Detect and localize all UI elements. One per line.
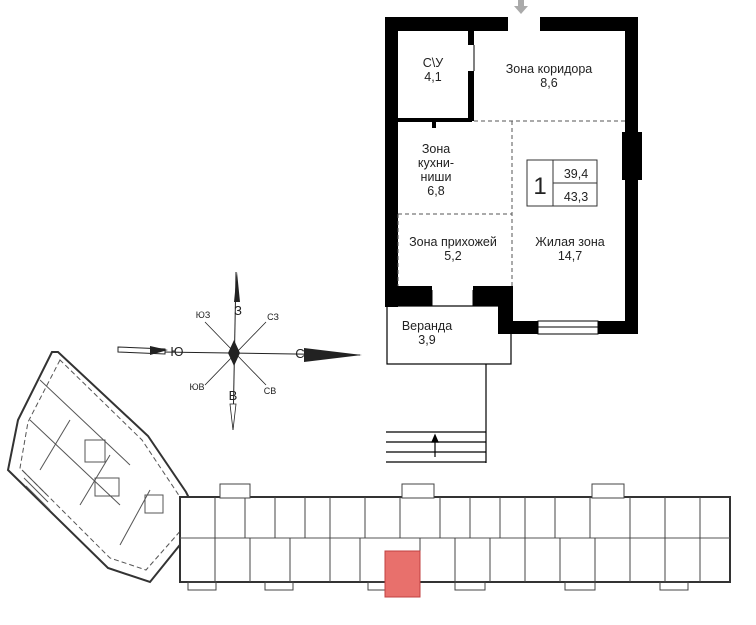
room-area-veranda: 3,9 (418, 333, 435, 347)
apartment-plan: С\У 4,1 Зона коридора 8,6 Зона кухни- ни… (385, 0, 642, 463)
room-area-corridor: 8,6 (540, 76, 557, 90)
building-wing-left (6, 351, 202, 584)
room-name-veranda: Веранда (402, 319, 452, 333)
highlighted-apartment (384, 550, 421, 598)
zone-dividers (397, 120, 625, 286)
compass-east: В (229, 388, 238, 403)
room-area-kitchen: 6,8 (427, 184, 444, 198)
veranda (386, 290, 512, 365)
room-name-bathroom: С\У (423, 56, 444, 70)
area-badge: 1 39,4 43,3 (526, 159, 598, 207)
compass-south: Ю (170, 344, 183, 359)
room-name-kitchen-line1: Зона (422, 142, 450, 156)
living-area-value: 39,4 (564, 167, 588, 181)
room-area-hallway: 5,2 (444, 249, 461, 263)
room-area-living: 14,7 (558, 249, 582, 263)
compass-north: С (295, 346, 304, 361)
rooms-count: 1 (533, 173, 546, 200)
room-name-living: Жилая зона (535, 235, 604, 249)
compass-southeast: ЮВ (189, 382, 204, 392)
room-name-kitchen-line2: кухни- (418, 156, 454, 170)
room-area-bathroom: 4,1 (424, 70, 441, 84)
room-name-kitchen-line3: ниши (421, 170, 452, 184)
room-name-hallway: Зона прихожей (409, 235, 497, 249)
compass-southwest: ЮЗ (196, 310, 211, 320)
building-main (179, 483, 731, 598)
entrance-arrow-icon (514, 0, 528, 14)
total-area-value: 43,3 (564, 190, 588, 204)
compass-northeast: СВ (264, 386, 277, 396)
building-key-plan (6, 351, 731, 598)
compass-west: З (234, 303, 242, 318)
compass-icon: С Ю З В СЗ ЮЗ СВ ЮВ (117, 271, 362, 431)
stairs (386, 364, 487, 463)
compass-northwest: СЗ (267, 312, 279, 322)
window-bottom (537, 320, 599, 335)
room-name-corridor: Зона коридора (506, 62, 593, 76)
apartment-walls (385, 17, 642, 334)
